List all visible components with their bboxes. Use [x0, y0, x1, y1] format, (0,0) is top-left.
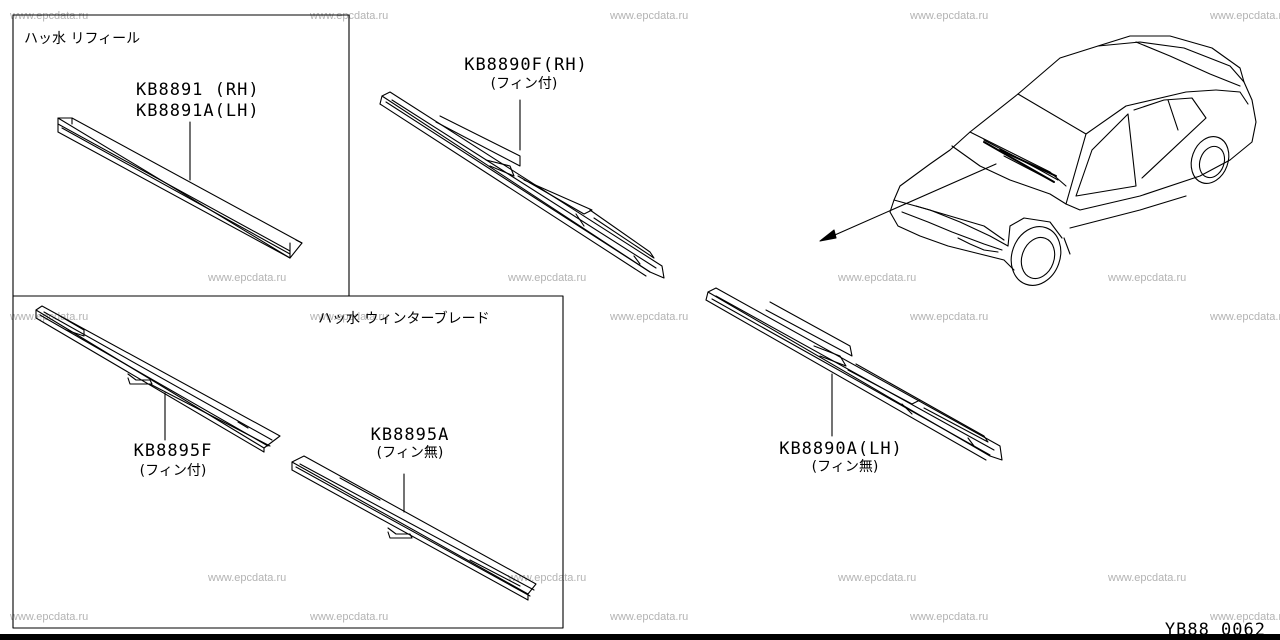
watermark: www.epcdata.ru — [310, 311, 389, 323]
winter-box-title: ハッ水 ウィンターブレード — [318, 311, 490, 327]
watermark: www.epcdata.ru — [1210, 311, 1280, 323]
watermark: www.epcdata.ru — [910, 311, 989, 323]
pointer-arrow — [828, 164, 996, 238]
blade-rh-note: (フィン付) — [490, 76, 558, 92]
watermark: www.epcdata.ru — [1210, 611, 1280, 623]
winter-a-note: (フィン無) — [376, 445, 444, 461]
refill-box-frame — [13, 15, 349, 296]
part-number-winter-a: KB8895A — [370, 425, 450, 445]
blade-rh-drawing — [380, 92, 664, 278]
watermark: www.epcdata.ru — [208, 572, 287, 584]
part-number-refill-rh: KB8891 (RH) — [136, 80, 260, 100]
watermark: www.epcdata.ru — [508, 272, 587, 284]
part-number-winter-f: KB8895F — [133, 441, 213, 461]
winter-blade-f-drawing — [36, 306, 280, 452]
blade-lh-drawing — [706, 288, 1002, 460]
watermark: www.epcdata.ru — [508, 572, 587, 584]
refill-box-title: ハッ水 リフィール — [24, 31, 141, 47]
winter-blade-a-drawing — [292, 456, 536, 600]
arrow-head — [820, 230, 836, 241]
bottom-border — [0, 634, 1280, 640]
watermark: www.epcdata.ru — [610, 611, 689, 623]
watermark: www.epcdata.ru — [610, 311, 689, 323]
watermark: www.epcdata.ru — [910, 10, 989, 22]
blade-lh-note: (フィン無) — [811, 459, 879, 475]
watermark: www.epcdata.ru — [310, 611, 389, 623]
refill-strip-drawing — [58, 118, 302, 258]
watermark: www.epcdata.ru — [1108, 572, 1187, 584]
winter-f-note: (フィン付) — [139, 463, 207, 479]
watermark: www.epcdata.ru — [838, 272, 917, 284]
watermark: www.epcdata.ru — [1108, 272, 1187, 284]
part-number-refill-lh: KB8891A(LH) — [136, 101, 260, 121]
watermark: www.epcdata.ru — [838, 572, 917, 584]
watermark: www.epcdata.ru — [1210, 10, 1280, 22]
car-drawing — [890, 36, 1256, 292]
watermark: www.epcdata.ru — [10, 611, 89, 623]
part-number-blade-lh: KB8890A(LH) — [779, 439, 903, 459]
watermark: www.epcdata.ru — [610, 10, 689, 22]
winter-box-frame — [13, 296, 563, 628]
part-number-blade-rh: KB8890F(RH) — [464, 55, 588, 75]
watermark: www.epcdata.ru — [208, 272, 287, 284]
watermark: www.epcdata.ru — [10, 10, 89, 22]
watermark: www.epcdata.ru — [910, 611, 989, 623]
